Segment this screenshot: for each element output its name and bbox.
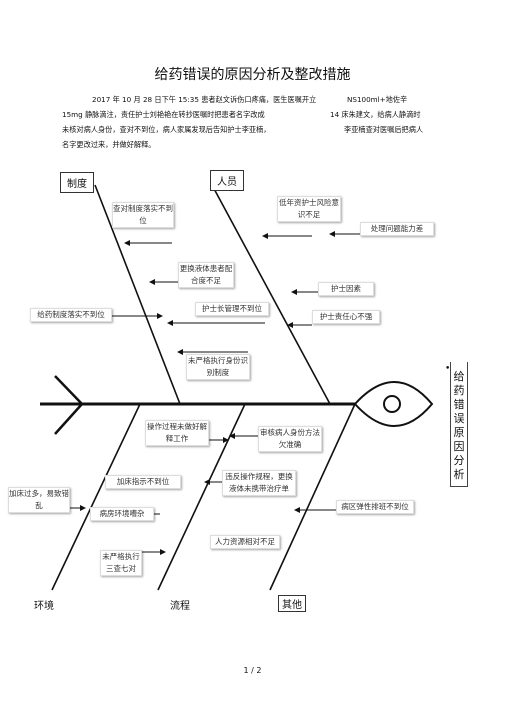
cause-box: 操作过程未做好解释工作: [145, 420, 209, 446]
intro-line-3a: 未核对病人身份，查对不到位，病人家属发现后告知护士李亚楠，: [62, 125, 271, 134]
cause-box: 给药制度落实不到位: [30, 308, 112, 322]
cause-box: 人力资源相对不足: [210, 535, 280, 549]
fish-tail-lower: [54, 403, 83, 435]
cause-box: 病房环境嘈杂: [90, 507, 154, 521]
intro-line-1a: 2017 年 10 月 28 日下午 15:35 患者赵文诉伤口疼痛，医生医嘱开…: [92, 95, 317, 104]
fish-tail: [54, 375, 83, 405]
page-number: 1 / 2: [243, 666, 262, 675]
bone-renyuan: [211, 184, 331, 405]
cause-box: 低年资护士风险意识不足: [277, 196, 341, 222]
intro-line-4: 名字更改过来，并做好解释。: [62, 140, 156, 149]
cause-box: 加床指示不到位: [105, 475, 181, 489]
category-zhidu: 制度: [60, 172, 94, 193]
bone-huanjing: [51, 403, 141, 591]
category-huanjing: 环境: [34, 601, 54, 612]
cause-box: 护士责任心不强: [312, 310, 380, 324]
effect-label: 给药错误原因分析: [453, 370, 465, 481]
page-title: 给药错误的原因分析及整改措施: [154, 67, 351, 83]
intro-line-3b: 李亚楠查对医嘱后把病人: [344, 125, 424, 134]
cause-box: 加床过多，易致错乱: [8, 487, 70, 513]
cause-box: 违反操作规程，更换液体未携带治疗单: [222, 470, 296, 496]
cause-box: 未严格执行身份识别制度: [186, 354, 250, 380]
category-liucheng: 流程: [170, 601, 190, 612]
cause-box: 护士因素: [318, 282, 374, 296]
category-qita: 其他: [278, 595, 306, 612]
intro-line-2a: 15mg 静脉滴注，责任护士刘艳艳在转抄医嘱时把患者名字改成: [62, 110, 265, 119]
cause-box: 护士长管理不到位: [195, 302, 269, 316]
cause-box: 病区弹性排班不到位: [336, 500, 414, 514]
cause-box: 更换液体患者配合度不足: [178, 262, 234, 288]
fish-head: [353, 381, 434, 427]
bone-qita: [269, 403, 356, 591]
cause-box: 查对制度落实不到位: [112, 202, 174, 228]
cause-box: 审核病人身份方法欠准确: [258, 426, 322, 452]
cause-box: 未严格执行三查七对: [100, 550, 142, 576]
bone-zhidu: [94, 184, 181, 405]
cause-box: 处理问题能力差: [360, 222, 434, 236]
intro-line-2b: 14 床朱建文，给病人静滴时: [330, 110, 421, 119]
fish-eye: [383, 395, 401, 413]
bullet-icon: •: [445, 364, 451, 374]
category-renyuan: 人员: [210, 170, 244, 191]
effect-label-box: • 给药错误原因分析: [445, 362, 468, 487]
intro-line-1b: NS100ml+地佐辛: [347, 95, 408, 104]
